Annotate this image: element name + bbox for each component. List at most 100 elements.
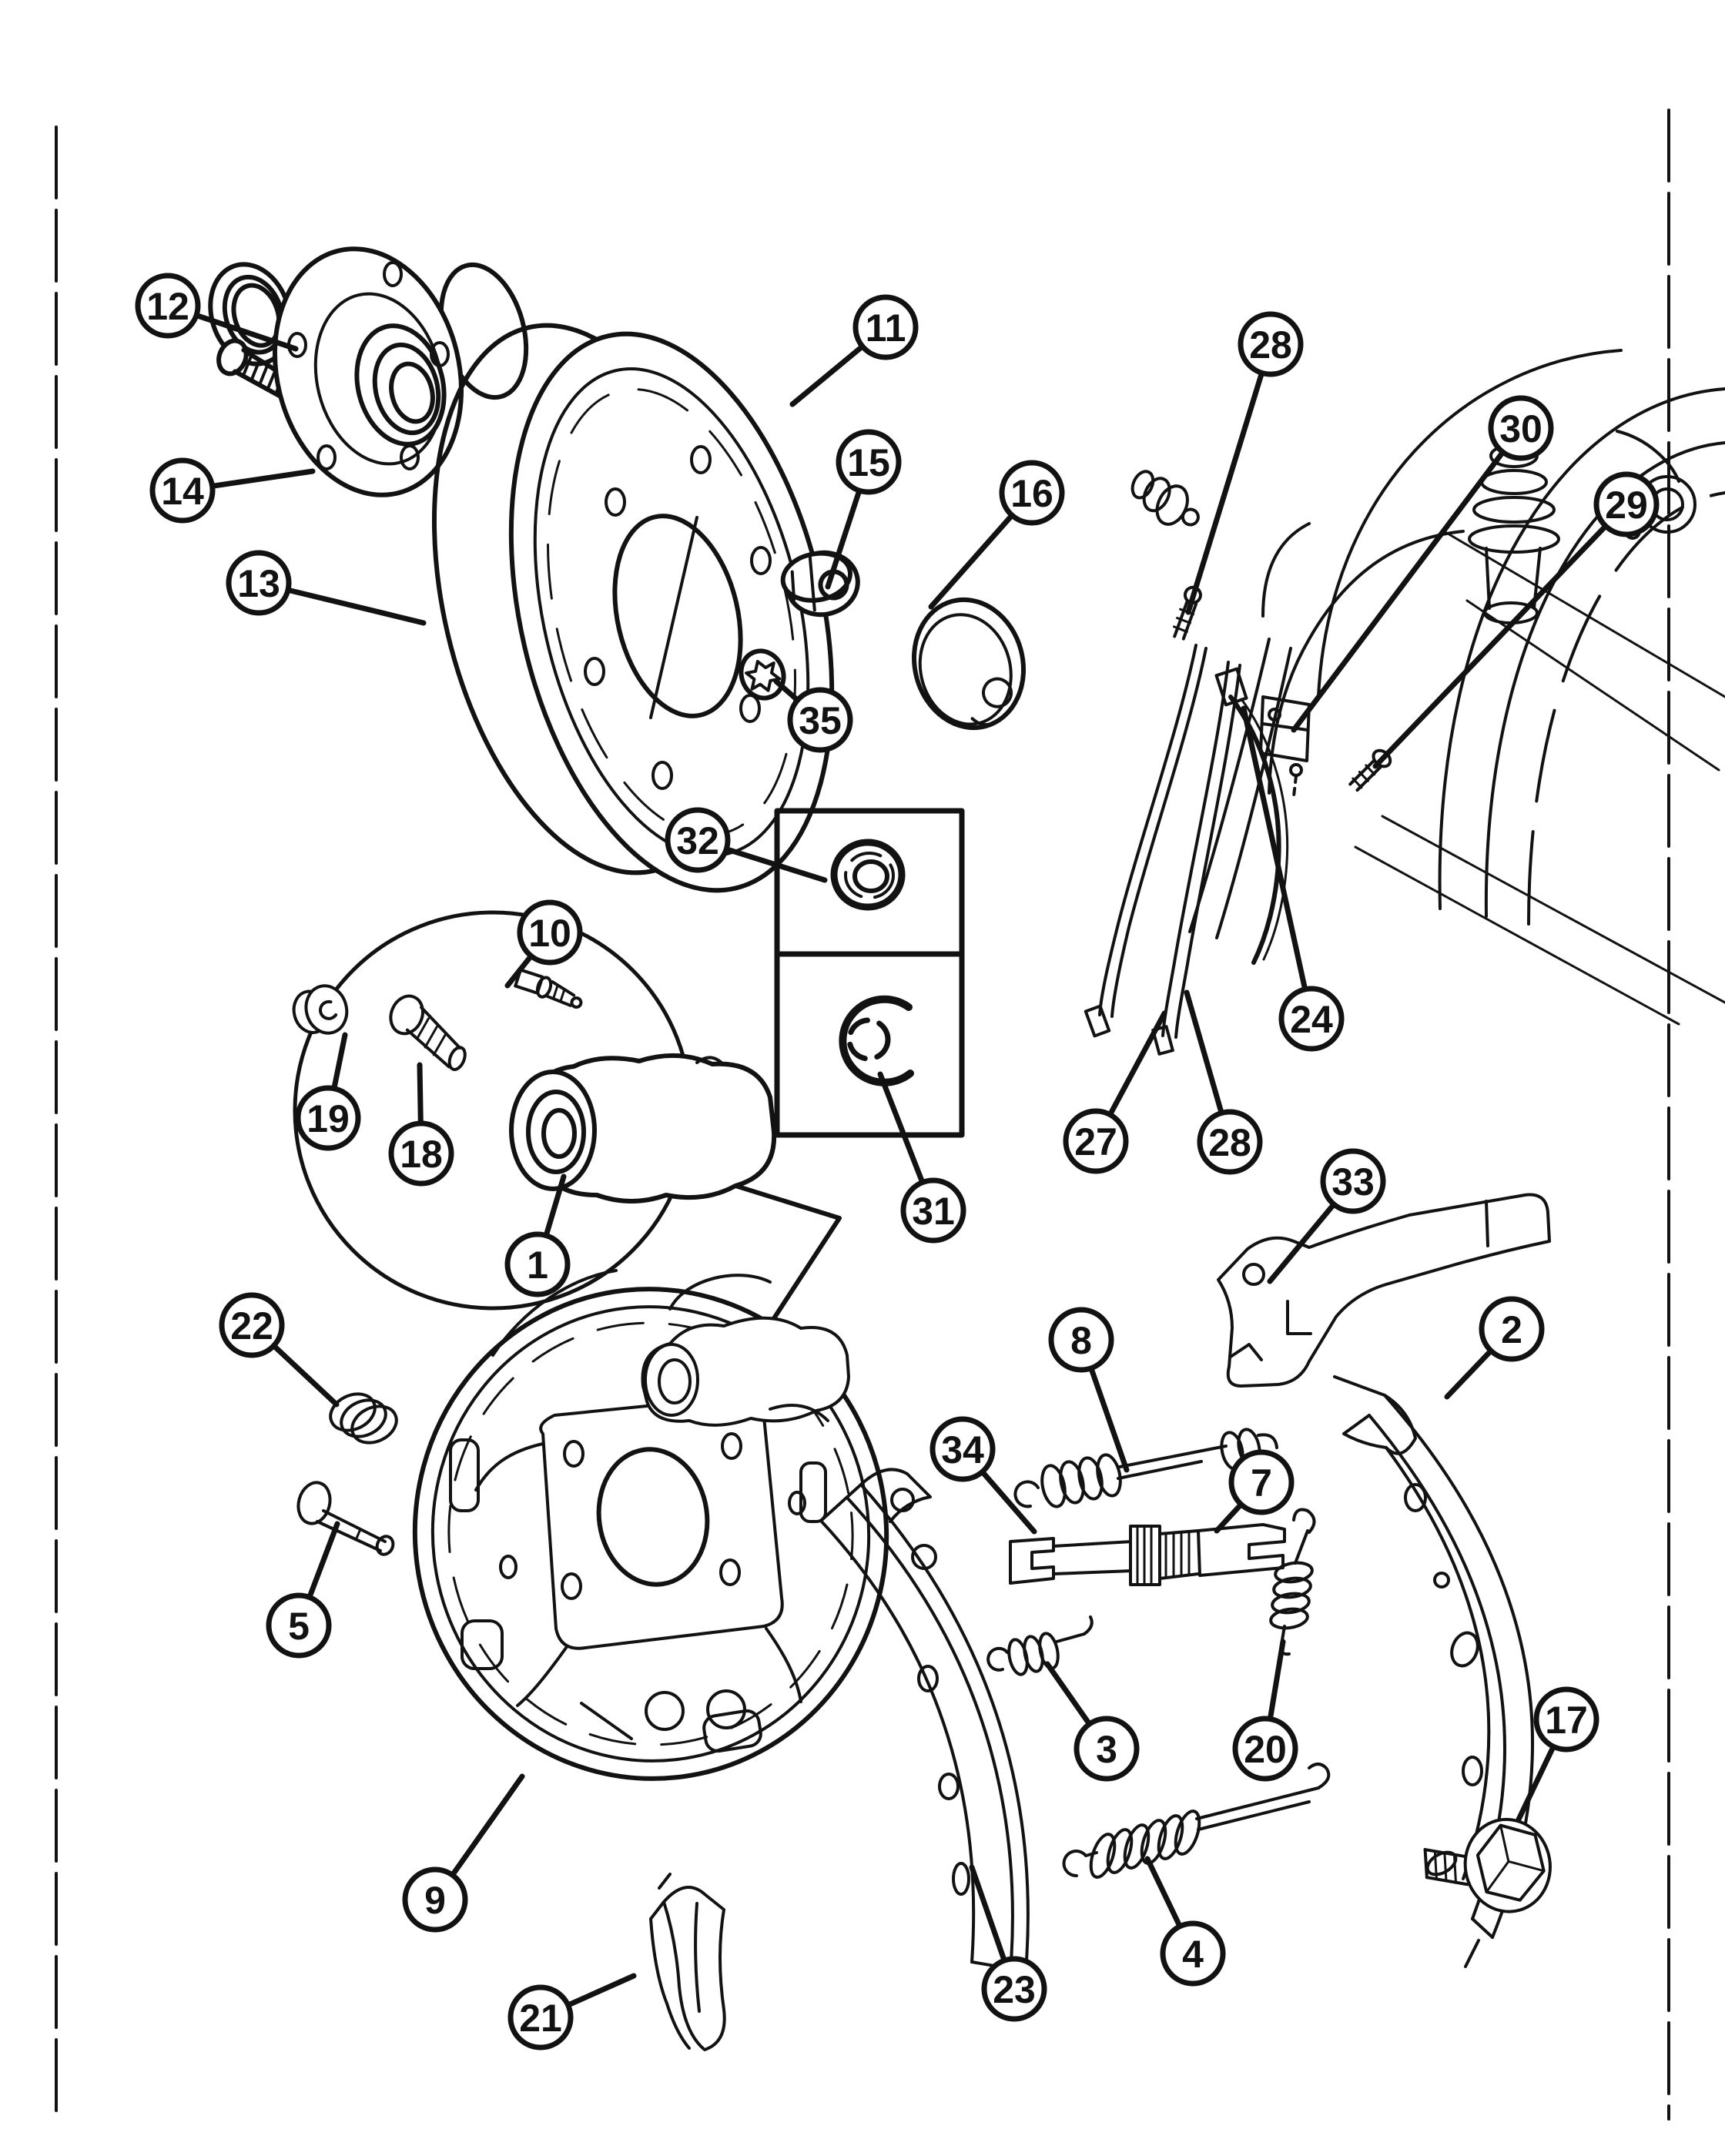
callout-32-10: 32 xyxy=(665,807,828,883)
callout-7-24: 7 xyxy=(1214,1449,1295,1534)
callout-33-19: 33 xyxy=(1267,1148,1386,1284)
callout-circle-17-32 xyxy=(1533,1686,1599,1753)
callout-2-21: 2 xyxy=(1444,1296,1545,1400)
page-borders xyxy=(55,109,1670,2121)
callout-label-5-25: 5 xyxy=(288,1605,310,1648)
callout-circle-28-7 xyxy=(1238,311,1304,377)
callout-circle-4-30 xyxy=(1160,1920,1226,1987)
callout-label-27-16: 27 xyxy=(1074,1120,1117,1163)
parts-artwork xyxy=(208,246,1725,2051)
callout-leader-15-4 xyxy=(825,487,862,590)
callout-leader-24-18 xyxy=(1241,705,1308,993)
callout-circle-13-2 xyxy=(226,550,292,616)
parking-brake-lever xyxy=(1217,1193,1551,1388)
hold-down-pin xyxy=(296,1481,395,1556)
callout-leader-3-26 xyxy=(1044,1661,1093,1727)
callout-circle-22-22 xyxy=(219,1292,285,1358)
callout-label-35-6: 35 xyxy=(799,699,842,742)
callout-label-34-23: 34 xyxy=(941,1428,984,1471)
callout-leader-11-3 xyxy=(789,343,866,407)
dust-cap xyxy=(911,597,1027,731)
callout-leader-30-8 xyxy=(1291,449,1506,733)
callout-12-0: 12 xyxy=(135,273,299,352)
callout-leader-1-14 xyxy=(543,1173,567,1239)
callout-29-9: 29 xyxy=(1372,471,1660,769)
callout-11-3: 11 xyxy=(789,294,919,407)
callout-circle-27-16 xyxy=(1063,1108,1129,1174)
backing-plate xyxy=(412,1269,889,1781)
callout-label-22-22: 22 xyxy=(230,1304,273,1348)
callout-3-26: 3 xyxy=(1044,1661,1140,1782)
callout-label-21-31: 21 xyxy=(519,1997,562,2040)
e-clip xyxy=(839,995,914,1086)
callout-label-9-28: 9 xyxy=(424,1879,446,1922)
callout-circle-21-31 xyxy=(507,1984,574,2051)
callout-circle-18-13 xyxy=(388,1120,454,1187)
callout-leader-32-10 xyxy=(723,846,828,883)
splash-shield xyxy=(649,1873,726,2051)
callout-8-20: 8 xyxy=(1048,1307,1130,1473)
callout-16-5: 16 xyxy=(928,460,1065,610)
callout-circle-28-17 xyxy=(1197,1109,1263,1175)
callout-leader-31-15 xyxy=(877,1071,926,1186)
callout-leader-23-29 xyxy=(969,1864,1007,1964)
callout-10-11: 10 xyxy=(504,899,583,989)
callout-24-18: 24 xyxy=(1241,705,1345,1052)
callout-27-16: 27 xyxy=(1063,1010,1167,1174)
callout-label-10-11: 10 xyxy=(528,912,571,955)
callout-label-14-1: 14 xyxy=(161,470,204,513)
callout-28-17: 28 xyxy=(1184,989,1263,1175)
callout-circle-9-28 xyxy=(402,1866,468,1933)
callout-21-31: 21 xyxy=(507,1973,637,2051)
callout-label-30-8: 30 xyxy=(1499,407,1542,450)
hub-bearing xyxy=(272,246,529,497)
push-nut xyxy=(739,648,786,701)
callout-circle-31-15 xyxy=(900,1177,966,1244)
callout-19-12: 19 xyxy=(295,1032,361,1151)
wheel-cylinder xyxy=(509,1053,777,1204)
callout-34-23: 34 xyxy=(929,1416,1037,1535)
callout-leader-20-27 xyxy=(1267,1639,1286,1722)
callout-label-1-14: 1 xyxy=(527,1244,548,1287)
callout-label-11-3: 11 xyxy=(866,306,906,350)
callout-4-30: 4 xyxy=(1144,1856,1226,1987)
callout-leader-27-16 xyxy=(1107,1010,1167,1118)
bleeder-screw xyxy=(514,968,583,1009)
flange-bolt xyxy=(1423,1817,1552,1913)
callout-13-2: 13 xyxy=(226,550,427,626)
callout-label-15-4: 15 xyxy=(847,441,890,484)
callout-label-20-27: 20 xyxy=(1244,1728,1287,1771)
callout-circle-16-5 xyxy=(999,460,1065,526)
callout-1-14: 1 xyxy=(504,1173,571,1297)
callout-circle-14-1 xyxy=(149,457,216,524)
callout-label-3-26: 3 xyxy=(1096,1728,1117,1771)
callout-leader-9-28 xyxy=(449,1773,525,1878)
callout-label-13-2: 13 xyxy=(237,562,280,605)
callout-circle-11-3 xyxy=(852,294,919,360)
callout-28-7: 28 xyxy=(1185,311,1304,615)
callout-14-1: 14 xyxy=(149,457,316,524)
callout-leader-33-19 xyxy=(1267,1201,1337,1284)
callout-leader-17-32 xyxy=(1516,1743,1556,1823)
callout-label-4-30: 4 xyxy=(1182,1933,1204,1976)
adjuster-spring xyxy=(986,1615,1094,1676)
callout-leader-22-22 xyxy=(270,1343,340,1408)
callout-leader-12-0 xyxy=(193,312,299,352)
callout-circle-12-0 xyxy=(135,273,201,339)
callout-20-27: 20 xyxy=(1232,1639,1298,1782)
retainer-clip xyxy=(329,1392,398,1445)
callout-23-29: 23 xyxy=(969,1864,1047,2022)
callout-label-19-12: 19 xyxy=(306,1097,350,1140)
callout-circle-7-24 xyxy=(1228,1449,1295,1515)
callout-label-7-24: 7 xyxy=(1251,1461,1272,1505)
callout-label-8-20: 8 xyxy=(1070,1319,1092,1362)
callout-circle-8-20 xyxy=(1048,1307,1114,1373)
callout-circle-5-25 xyxy=(266,1592,332,1659)
callout-circle-19-12 xyxy=(295,1085,361,1151)
callout-9-28: 9 xyxy=(402,1773,525,1933)
inset-box xyxy=(774,808,965,1138)
axle-assembly xyxy=(1084,349,1725,1056)
callout-leader-13-2 xyxy=(285,587,427,626)
